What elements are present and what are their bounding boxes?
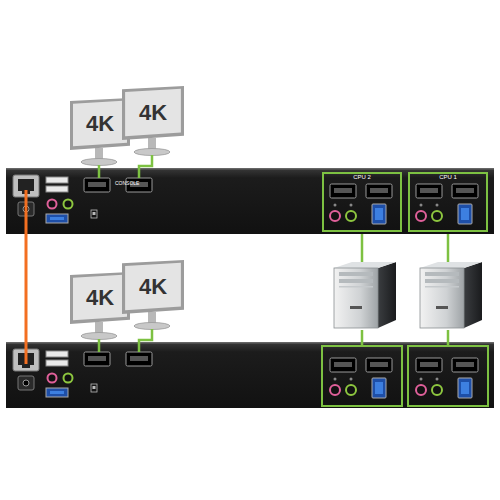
computer-tower <box>420 262 482 328</box>
port-group: CPU 2 <box>322 172 402 232</box>
port-label: CPU 2 <box>353 174 371 181</box>
monitor-label: 4K <box>86 285 114 311</box>
monitor: 4K <box>70 98 130 150</box>
kvm-unit <box>6 168 494 234</box>
monitor: 4K <box>122 86 184 140</box>
port-group-outline <box>408 172 488 232</box>
monitor-label: 4K <box>139 100 167 126</box>
port-group: CPU 1 <box>408 172 488 232</box>
kvm-unit <box>6 342 494 408</box>
port-group-outline <box>322 172 402 232</box>
monitor-label: 4K <box>86 111 114 137</box>
port-group-outline <box>322 346 402 406</box>
video-cable <box>99 155 448 352</box>
computer-tower <box>334 262 396 328</box>
monitor-label: 4K <box>139 274 167 300</box>
port-group-outline <box>408 346 488 406</box>
port-label: CPU 1 <box>439 174 457 181</box>
monitor: 4K <box>70 272 130 324</box>
cascade-cable <box>25 190 28 364</box>
monitor: 4K <box>122 260 184 314</box>
port-label: CONSOLE <box>115 180 139 186</box>
